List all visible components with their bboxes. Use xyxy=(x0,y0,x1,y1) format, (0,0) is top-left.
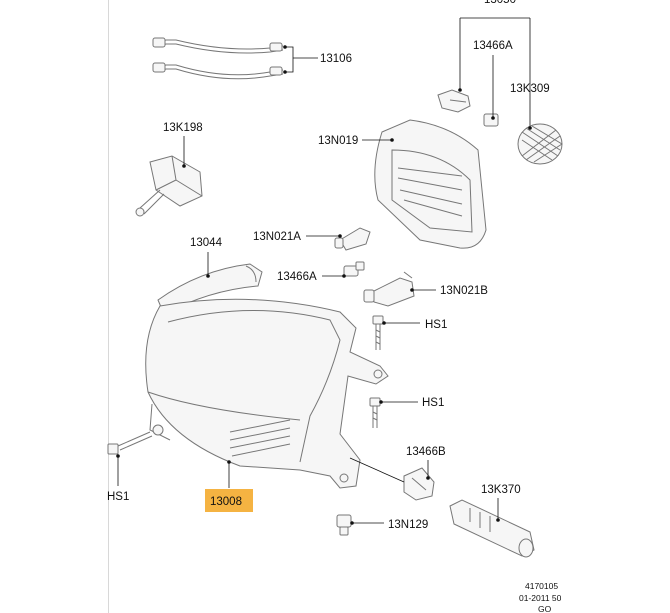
part-label-13466A-top: 13466A xyxy=(473,40,513,52)
part-label-13K370: 13K370 xyxy=(481,484,521,496)
callout-13K198[interactable]: 13K198 xyxy=(163,122,203,168)
part-label-hs1-right-top: HS1 xyxy=(425,319,447,331)
bulb-socket-b-drawing xyxy=(363,271,415,307)
callout-13466A-top[interactable]: 13466A xyxy=(458,40,513,120)
bulb-socket-a-drawing xyxy=(334,227,371,251)
side-bulb-holder-drawing xyxy=(437,89,563,165)
callout-hs1-right-top[interactable]: HS1 xyxy=(382,319,447,331)
part-label-13466B: 13466B xyxy=(406,446,446,458)
leveling-motor-drawing xyxy=(135,155,203,217)
footer-date-code: 01-2011 50 xyxy=(519,593,562,603)
leader-bulb-to-housing xyxy=(349,457,405,483)
callout-13008[interactable]: 13008 xyxy=(205,460,253,512)
bulb-13466B-drawing xyxy=(403,467,435,501)
callout-hs1-right-mid[interactable]: HS1 xyxy=(379,397,444,409)
socket-13K370-drawing xyxy=(449,499,535,558)
part-label-13K309: 13K309 xyxy=(510,83,550,95)
part-label-13N021A: 13N021A xyxy=(253,231,301,243)
headlamp-housing-drawing xyxy=(145,298,389,489)
bulb-mid-drawing xyxy=(343,261,365,277)
part-label-13N019: 13N019 xyxy=(318,135,358,147)
callout-13N019[interactable]: 13N019 xyxy=(318,135,394,147)
diagram-frame xyxy=(108,0,670,613)
part-label-13466A-mid: 13466A xyxy=(277,271,317,283)
part-13008-highlight xyxy=(205,489,253,512)
part-label-top-partial: 13050 xyxy=(484,0,516,6)
callout-13N021B[interactable]: 13N021B xyxy=(410,285,488,297)
part-label-13N129: 13N129 xyxy=(388,519,428,531)
callout-13N021A[interactable]: 13N021A xyxy=(253,231,342,243)
callout-13466A-mid[interactable]: 13466A xyxy=(277,271,346,283)
screw-left-drawing xyxy=(107,431,153,455)
clip-13N129-drawing xyxy=(336,514,352,536)
reflector-housing-drawing xyxy=(374,119,487,249)
callout-top-partial[interactable]: 13050 xyxy=(459,0,531,128)
screw-right-top-drawing xyxy=(372,315,384,350)
footer-region: GO xyxy=(538,604,552,613)
part-label-13K198: 13K198 xyxy=(163,122,203,134)
screw-right-mid-drawing xyxy=(369,397,381,428)
wiring-harness-drawing xyxy=(152,37,284,80)
callout-13K309[interactable]: 13K309 xyxy=(510,83,550,130)
part-label-13106: 13106 xyxy=(320,53,352,65)
part-label-13044: 13044 xyxy=(190,237,223,249)
callout-hs1-left[interactable]: HS1 xyxy=(107,454,129,503)
footer-ref-number: 4170105 xyxy=(525,581,558,591)
callout-13K370[interactable]: 13K370 xyxy=(481,484,521,522)
callout-13466B[interactable]: 13466B xyxy=(406,446,446,480)
part-label-hs1-right-mid: HS1 xyxy=(422,397,444,409)
part-label-13N021B: 13N021B xyxy=(440,285,488,297)
callout-13044[interactable]: 13044 xyxy=(190,237,223,278)
part-label-13008: 13008 xyxy=(210,496,242,508)
part-label-hs1-left: HS1 xyxy=(107,491,129,503)
callout-13N129[interactable]: 13N129 xyxy=(350,519,428,531)
callout-13106[interactable]: 13106 xyxy=(283,45,352,74)
